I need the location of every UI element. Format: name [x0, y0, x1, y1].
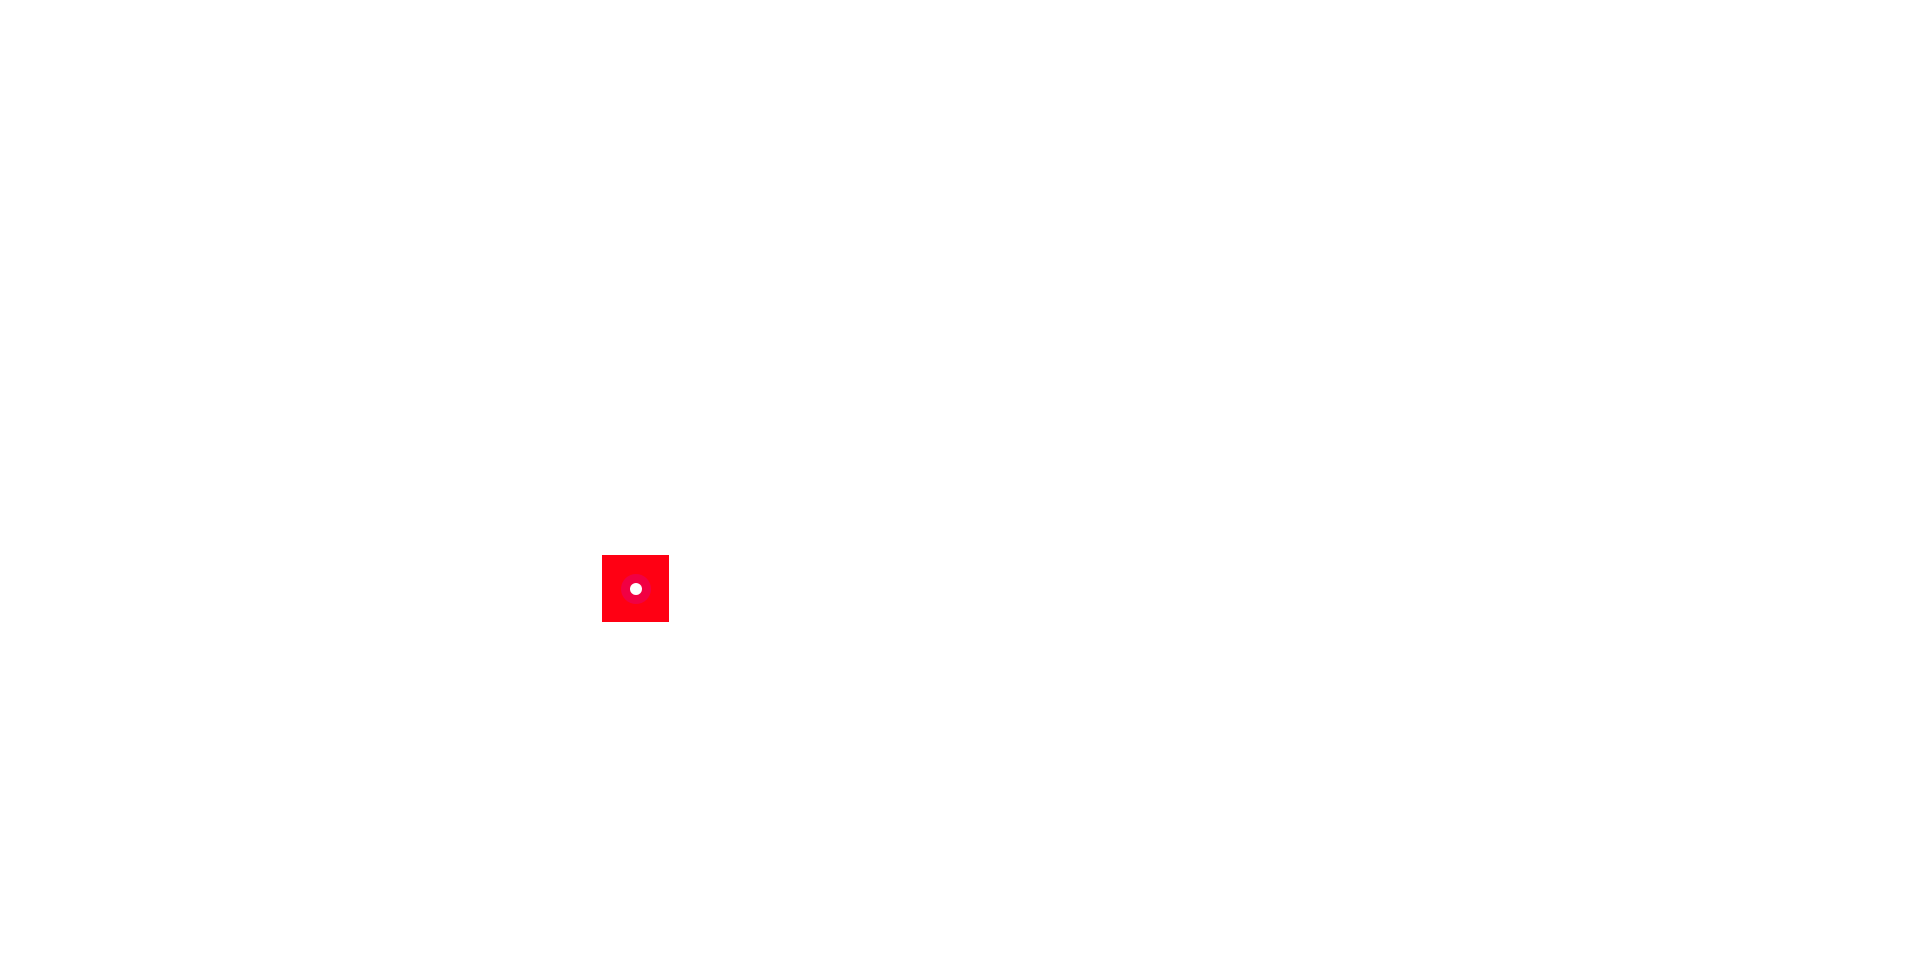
target-ring-icon: [620, 573, 651, 604]
red-target-marker[interactable]: [602, 555, 669, 622]
target-dot-icon: [629, 582, 642, 595]
